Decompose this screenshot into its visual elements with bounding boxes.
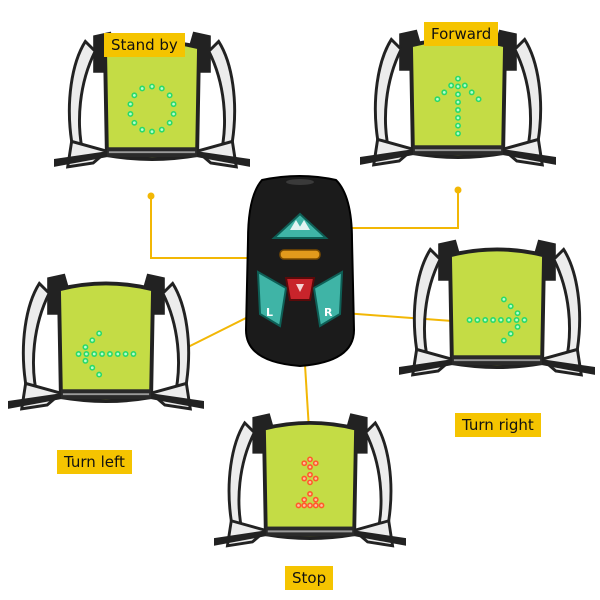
vest-turn-left: [6, 271, 206, 411]
remote-standby-key[interactable]: [279, 249, 321, 260]
vest-forward: [358, 27, 558, 167]
vest-turn-right: [397, 237, 597, 377]
label-turn-right: Turn right: [455, 413, 541, 437]
remote-control: L R: [244, 175, 356, 368]
label-stop: Stop: [285, 566, 334, 590]
remote-right-key-letter: R: [324, 306, 333, 319]
vest-stop: [212, 411, 408, 548]
remote-forward-key[interactable]: [271, 212, 329, 239]
remote-left-key[interactable]: [256, 270, 288, 328]
label-stand-by: Stand by: [104, 33, 185, 57]
remote-left-key-letter: L: [266, 306, 273, 319]
label-forward: Forward: [424, 22, 499, 46]
label-turn-left: Turn left: [57, 450, 132, 474]
remote-right-key[interactable]: [312, 270, 344, 328]
